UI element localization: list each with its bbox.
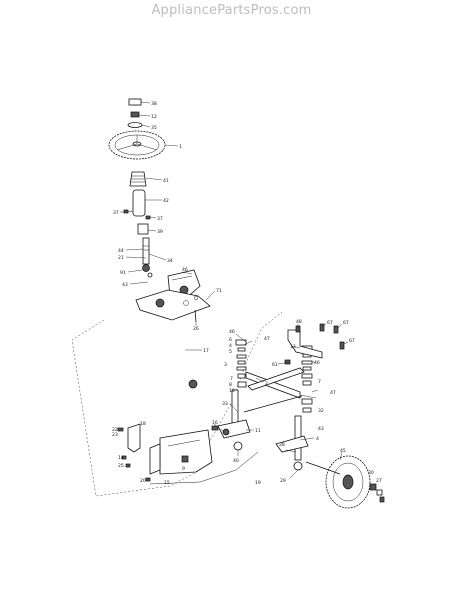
callout: 37 [113,210,119,216]
left-spindle-stack[interactable] [235,339,247,388]
callout: 7 [230,376,233,382]
left-spindle[interactable] [217,389,251,451]
washer[interactable] [127,122,143,128]
frame-outline [71,311,283,497]
callout: 5 [229,349,232,355]
bolt-26[interactable] [194,309,197,323]
callout: 3 [224,362,227,368]
callout: 47 [330,390,336,396]
callout: 23 [112,432,118,438]
callout: 40 [233,458,239,464]
bolt[interactable] [145,215,151,220]
callout: 46 [314,360,320,366]
callout: 28 [279,442,285,448]
leader-lines [120,101,349,479]
callout: 26 [193,326,199,332]
callout: 33 [222,401,228,407]
callout: 38 [151,101,157,107]
bracket-link[interactable] [127,423,161,475]
callout: 4 [316,436,319,442]
callout: 25 [118,463,124,469]
callout: 16 [212,420,218,426]
steering-adapter[interactable] [137,223,149,235]
pinion-washer[interactable] [147,272,153,278]
steering-wheel[interactable] [108,130,166,160]
mount-bolts[interactable] [319,323,345,350]
callout: 41 [163,178,169,184]
callout: 30 [368,470,374,476]
watermark: AppliancePartsPros.com [151,3,312,18]
steering-boot[interactable] [129,171,147,187]
callout: 27 [376,478,382,484]
callout: 19 [255,480,261,486]
callout: 7 [318,379,321,385]
callout: 43 [122,282,128,288]
lower-steering-bracket[interactable] [159,429,213,475]
callout: 11 [255,428,261,434]
callout: 48 [296,319,302,325]
callout: 13 [290,344,296,350]
callout: 6 [229,337,232,343]
callout: 61 [272,362,278,368]
callout: 44 [118,248,124,254]
callout: 67 [349,338,355,344]
callout: 91 [120,270,126,276]
control-rod[interactable] [149,451,259,485]
bolt[interactable] [123,209,133,214]
right-spindle-stack[interactable] [301,345,313,413]
front-wheel[interactable] [305,455,371,509]
callout: 21 [118,255,124,261]
steering-shaft[interactable] [142,237,150,265]
callout: 34 [167,258,173,264]
callout: 67 [343,320,349,326]
callout: 39 [157,229,163,235]
callout: 46 [229,329,235,335]
callout: 45 [340,448,346,454]
callout: 46 [182,267,188,273]
wheel-hardware[interactable] [369,483,385,503]
callout: 1 [179,144,182,150]
drag-link[interactable] [172,319,198,389]
callout: 22 [112,427,118,433]
small-bolts[interactable] [117,425,219,482]
tie-rod[interactable] [243,395,303,413]
callout: 35 [151,125,157,131]
callout: 37 [157,216,163,222]
front-axle[interactable] [245,367,305,399]
callout: 20 [140,478,146,484]
callout: 43 [318,426,324,432]
callout: 2 [265,381,268,387]
callout: 12 [151,114,157,120]
pinion[interactable] [142,264,150,272]
callout: 10 [229,388,235,394]
callout: 14 [118,455,124,461]
callout: 17 [203,348,209,354]
callout: 29 [280,478,286,484]
callout: 32 [318,408,324,414]
callout: 67 [327,320,333,326]
axle-support-bracket[interactable] [287,325,323,359]
callout: 9 [182,466,185,472]
callout: 47 [264,336,270,342]
steering-bracket[interactable] [135,289,211,321]
nut[interactable] [130,111,140,118]
callout: 71 [216,288,222,294]
steering-cap-body [128,98,142,106]
steering-column-sleeve[interactable] [132,189,146,217]
callout: 8 [229,382,232,388]
callout: 4 [229,343,232,349]
callout: 15 [164,480,170,486]
callout: 18 [140,421,146,427]
callout: 42 [163,198,169,204]
callout-labels: 38 12 35 1 41 42 37 37 39 44 21 34 91 43… [112,101,382,486]
